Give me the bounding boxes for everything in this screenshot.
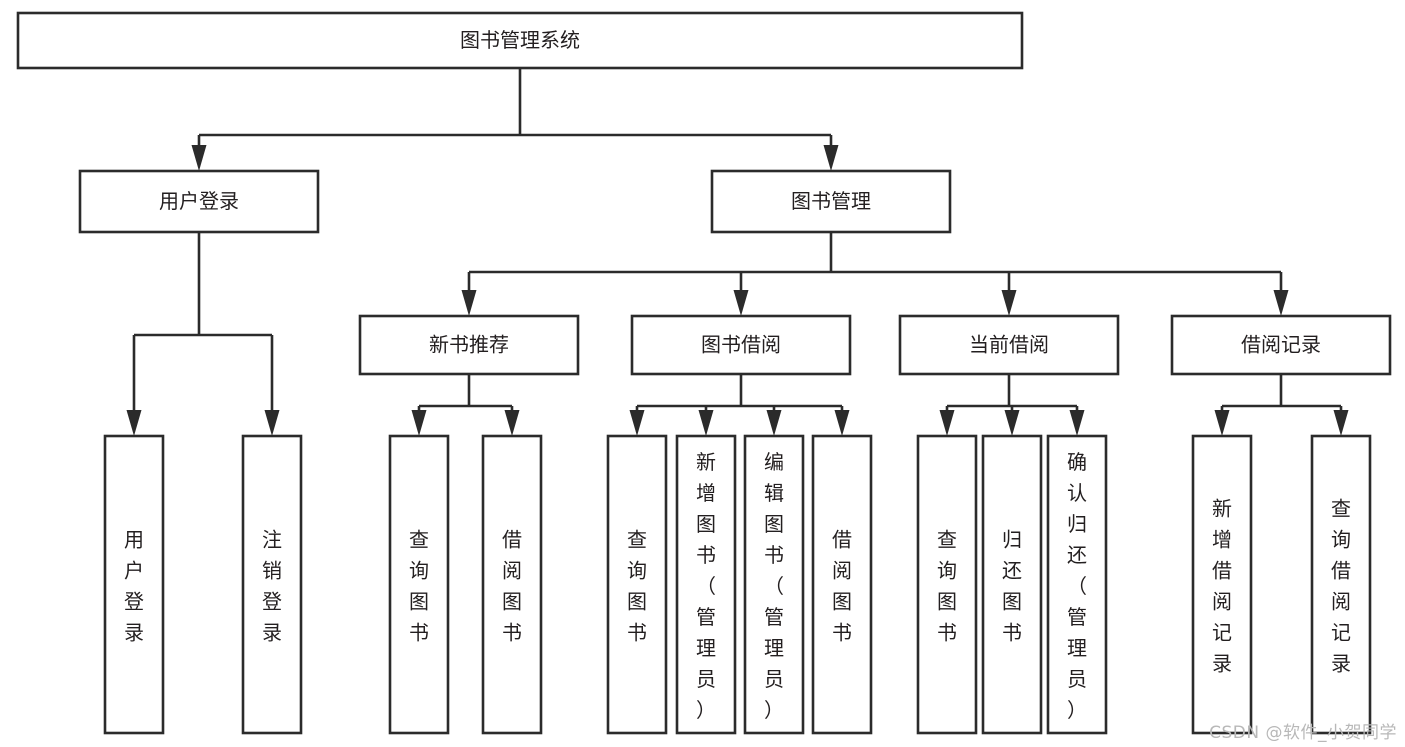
arrow-head-icon xyxy=(504,410,520,436)
node-box[interactable] xyxy=(481,434,543,735)
node-box[interactable] xyxy=(16,11,1024,70)
node-label: 确认归还（管理员） xyxy=(1067,450,1087,722)
edge-group-root xyxy=(191,68,839,171)
arrow-head-icon xyxy=(191,145,207,171)
arrow-head-icon xyxy=(823,145,839,171)
node-box[interactable] xyxy=(241,434,303,735)
node-box[interactable] xyxy=(606,434,668,735)
node-label: 新增图书（管理员） xyxy=(696,450,716,722)
node-label: 归还图书 xyxy=(1002,528,1022,645)
node-label: 借阅记录 xyxy=(1241,333,1321,357)
edge-group-l2_2 xyxy=(461,232,1289,316)
node-leaf_11[interactable]: 确认归还（管理员） xyxy=(1046,434,1108,735)
arrow-head-icon xyxy=(1001,290,1017,316)
node-leaf_5[interactable]: 查询图书 xyxy=(606,434,668,735)
node-root[interactable]: 图书管理系统 xyxy=(16,11,1024,70)
arrow-head-icon xyxy=(733,290,749,316)
arrow-head-icon xyxy=(698,410,714,436)
arrow-head-icon xyxy=(126,410,142,436)
node-label: 查询图书 xyxy=(627,528,647,645)
node-box[interactable] xyxy=(388,434,450,735)
arrow-head-icon xyxy=(834,410,850,436)
node-box[interactable] xyxy=(630,314,852,376)
node-l3_2[interactable]: 图书借阅 xyxy=(630,314,852,376)
connector-layer xyxy=(126,68,1349,436)
arrow-head-icon xyxy=(939,410,955,436)
node-box[interactable] xyxy=(1170,314,1392,376)
node-label: 用户登录 xyxy=(159,189,239,213)
node-leaf_3[interactable]: 查询图书 xyxy=(388,434,450,735)
node-label: 查询借阅记录 xyxy=(1331,497,1351,676)
node-box[interactable] xyxy=(103,434,165,735)
edge-group-l3_1 xyxy=(411,374,520,436)
node-box[interactable] xyxy=(811,434,873,735)
node-box[interactable] xyxy=(1310,434,1372,735)
arrow-head-icon xyxy=(766,410,782,436)
node-box[interactable] xyxy=(898,314,1120,376)
node-label: 注销登录 xyxy=(262,528,282,645)
node-label: 新增借阅记录 xyxy=(1212,497,1232,676)
arrow-head-icon xyxy=(1069,410,1085,436)
arrow-head-icon xyxy=(629,410,645,436)
node-l3_1[interactable]: 新书推荐 xyxy=(358,314,580,376)
node-label: 当前借阅 xyxy=(969,333,1049,357)
node-label: 借阅图书 xyxy=(502,528,522,645)
node-leaf_7[interactable]: 编辑图书（管理员） xyxy=(743,434,805,735)
node-box[interactable] xyxy=(78,169,320,234)
node-label: 借阅图书 xyxy=(832,528,852,645)
node-box[interactable] xyxy=(1046,434,1108,735)
node-l3_4[interactable]: 借阅记录 xyxy=(1170,314,1392,376)
arrow-head-icon xyxy=(264,410,280,436)
node-box[interactable] xyxy=(710,169,952,234)
node-label: 图书管理系统 xyxy=(460,28,580,52)
node-label: 查询图书 xyxy=(937,528,957,645)
node-l2_2[interactable]: 图书管理 xyxy=(710,169,952,234)
arrow-head-icon xyxy=(1004,410,1020,436)
edge-group-l3_3 xyxy=(939,374,1085,436)
edge-group-l2_1 xyxy=(126,232,280,436)
arrow-head-icon xyxy=(1273,290,1289,316)
node-box[interactable] xyxy=(981,434,1043,735)
node-leaf_2[interactable]: 注销登录 xyxy=(241,434,303,735)
node-label: 编辑图书（管理员） xyxy=(764,450,784,722)
node-label: 图书管理 xyxy=(791,189,871,213)
node-box[interactable] xyxy=(1191,434,1253,735)
node-box[interactable] xyxy=(358,314,580,376)
arrow-head-icon xyxy=(461,290,477,316)
node-label: 图书借阅 xyxy=(701,333,781,357)
node-leaf_1[interactable]: 用户登录 xyxy=(103,434,165,735)
arrow-head-icon xyxy=(1333,410,1349,436)
node-label: 新书推荐 xyxy=(429,333,509,357)
arrow-head-icon xyxy=(1214,410,1230,436)
node-leaf_12[interactable]: 新增借阅记录 xyxy=(1191,434,1253,735)
node-leaf_13[interactable]: 查询借阅记录 xyxy=(1310,434,1372,735)
arrow-head-icon xyxy=(411,410,427,436)
node-leaf_8[interactable]: 借阅图书 xyxy=(811,434,873,735)
edge-group-l3_4 xyxy=(1214,374,1349,436)
node-box[interactable] xyxy=(916,434,978,735)
node-layer: 图书管理系统用户登录图书管理新书推荐图书借阅当前借阅借阅记录用户登录注销登录查询… xyxy=(16,11,1392,735)
node-box[interactable] xyxy=(675,434,737,735)
node-leaf_6[interactable]: 新增图书（管理员） xyxy=(675,434,737,735)
node-leaf_9[interactable]: 查询图书 xyxy=(916,434,978,735)
node-leaf_10[interactable]: 归还图书 xyxy=(981,434,1043,735)
edge-group-l3_2 xyxy=(629,374,850,436)
node-label: 用户登录 xyxy=(124,528,144,645)
node-l2_1[interactable]: 用户登录 xyxy=(78,169,320,234)
node-l3_3[interactable]: 当前借阅 xyxy=(898,314,1120,376)
node-box[interactable] xyxy=(743,434,805,735)
node-leaf_4[interactable]: 借阅图书 xyxy=(481,434,543,735)
node-label: 查询图书 xyxy=(409,528,429,645)
